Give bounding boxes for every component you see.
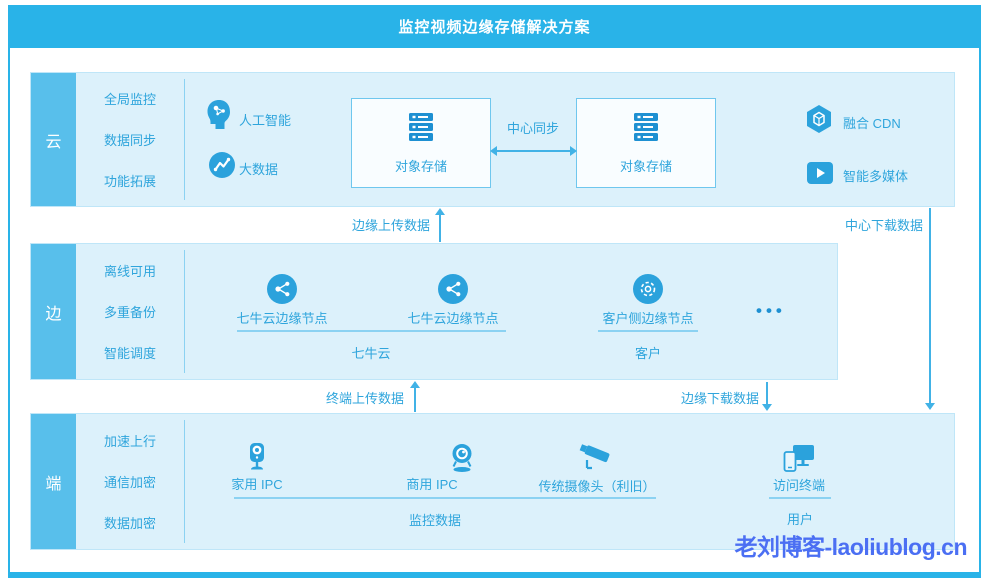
cctv-camera-label: 传统摄像头（利旧）: [538, 479, 656, 494]
terminal-divider: [184, 420, 185, 543]
share-node-icon: [267, 274, 297, 309]
edge-feature-1: 离线可用: [103, 264, 156, 279]
terminal-feature-1: 加速上行: [103, 434, 156, 449]
flow-edge-upload-arrow: [439, 213, 441, 242]
edge-band: 边 离线可用 多重备份 智能调度 七牛云边缘节点: [30, 243, 838, 380]
monitor-data-group-label: 监控数据: [408, 513, 462, 528]
cctv-camera-icon: [576, 441, 618, 476]
server-icon: [633, 112, 659, 147]
commercial-ipc-label: 商用 IPC: [406, 477, 458, 492]
edge-feature-3: 智能调度: [103, 346, 156, 361]
server-icon: [408, 112, 434, 147]
qiniu-group-label: 七牛云: [351, 346, 391, 361]
cloud-feature-3: 功能拓展: [103, 174, 156, 189]
cloud-layer-label: 云: [31, 73, 76, 206]
terminal-feature-3: 数据加密: [103, 516, 156, 531]
frame-right-border: [979, 48, 981, 572]
terminal-band: 端 加速上行 通信加密 数据加密 家用 IPC: [30, 413, 955, 550]
object-storage-label-1: 对象存储: [394, 158, 447, 174]
cloud-feature-1: 全局监控: [103, 92, 156, 107]
header-bar: 监控视频边缘存储解决方案: [8, 5, 981, 48]
customer-group-label: 客户: [634, 346, 662, 361]
flow-edge-download-label: 边缘下载数据: [681, 391, 760, 406]
user-group-label: 用户: [786, 512, 814, 527]
more-nodes-dots: •••: [756, 301, 786, 320]
media-play-icon: [807, 162, 833, 184]
ai-label: 人工智能: [239, 113, 292, 128]
footer-bar: [8, 572, 981, 578]
customer-edge-node-label: 客户侧边缘节点: [602, 311, 694, 326]
flow-terminal-upload-arrowhead: [410, 381, 420, 388]
cloud-band: 云 全局监控 数据同步 功能拓展 人工智能: [30, 72, 955, 207]
edge-layer-label: 边: [31, 244, 76, 379]
flow-center-download-arrow: [929, 208, 931, 404]
center-sync-arrow: [496, 150, 571, 152]
customer-group-line: [598, 330, 698, 332]
access-terminal-label: 访问终端: [772, 478, 826, 493]
cloud-divider: [184, 79, 185, 200]
watermark: 老刘博客-laoliublog.cn: [734, 534, 968, 560]
qiniu-edge-node-label-1: 七牛云边缘节点: [236, 311, 328, 326]
flow-terminal-upload-arrow: [414, 386, 416, 412]
frame-left-border: [8, 48, 10, 572]
center-sync-arrowhead-right: [570, 146, 577, 156]
edge-divider: [184, 250, 185, 373]
home-ipc-icon: [247, 442, 267, 477]
share-node-icon: [438, 274, 468, 309]
terminal-features: 加速上行 通信加密 数据加密: [76, 414, 184, 549]
gear-node-icon: [633, 274, 663, 309]
user-group-line: [769, 497, 831, 499]
flow-terminal-upload-label: 终端上传数据: [326, 391, 405, 406]
qiniu-group-line: [237, 330, 506, 332]
home-ipc-label: 家用 IPC: [231, 477, 283, 492]
play-triangle-icon: [817, 168, 825, 178]
terminal-feature-2: 通信加密: [103, 475, 156, 490]
dome-ipc-icon: [449, 443, 475, 478]
center-sync-arrowhead-left: [490, 146, 497, 156]
qiniu-edge-node-label-2: 七牛云边缘节点: [407, 311, 499, 326]
flow-edge-upload-arrowhead: [435, 208, 445, 215]
flow-edge-upload-label: 边缘上传数据: [352, 218, 431, 233]
bigdata-label: 大数据: [239, 162, 279, 177]
object-storage-label-2: 对象存储: [619, 158, 672, 174]
bigdata-icon: [209, 152, 235, 183]
cdn-icon: [805, 104, 833, 139]
edge-features: 离线可用 多重备份 智能调度: [76, 244, 184, 379]
cdn-label: 融合 CDN: [843, 116, 901, 131]
flow-center-download-label: 中心下载数据: [845, 218, 924, 233]
monitor-data-group-line: [234, 497, 656, 499]
flow-center-download-arrowhead: [925, 403, 935, 410]
center-sync-label: 中心同步: [506, 121, 560, 136]
flow-edge-download-arrow: [766, 382, 768, 405]
access-terminal-icon: [782, 444, 816, 479]
media-label: 智能多媒体: [843, 169, 909, 184]
flow-edge-download-arrowhead: [762, 404, 772, 411]
terminal-layer-label: 端: [31, 414, 76, 549]
cloud-feature-2: 数据同步: [103, 133, 156, 148]
cloud-features: 全局监控 数据同步 功能拓展: [76, 73, 184, 206]
object-storage-box-1: 对象存储: [351, 98, 491, 188]
ai-icon: [204, 99, 234, 136]
object-storage-box-2: 对象存储: [576, 98, 716, 188]
edge-feature-2: 多重备份: [103, 305, 156, 320]
page-title: 监控视频边缘存储解决方案: [398, 19, 591, 36]
